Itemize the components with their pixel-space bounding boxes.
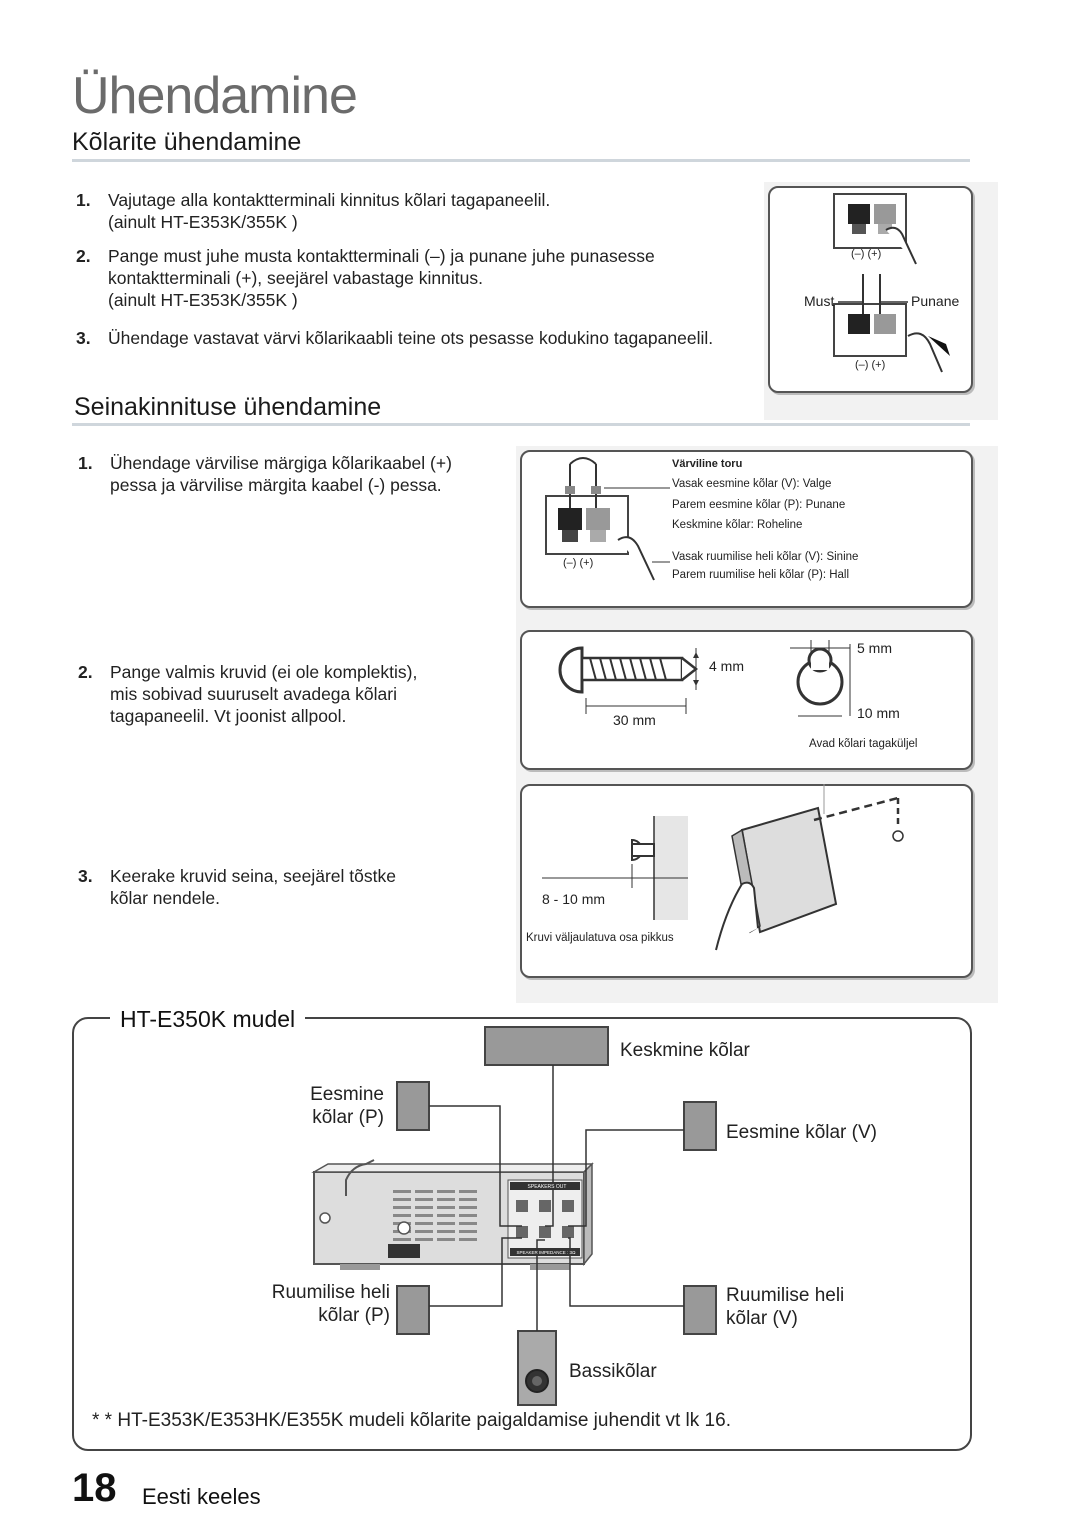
step-text: Vajutage alla kontaktterminali kinnitus …	[108, 190, 551, 210]
page-number: 18	[72, 1466, 117, 1510]
front-right-speaker-label: Eesmine kõlar (P)	[310, 1084, 384, 1128]
step-text: Ühendage värvilise märgiga kõlarikaabel …	[110, 453, 452, 495]
surround-left-speaker-label: Ruumilise heli kõlar (V)	[726, 1285, 845, 1329]
page-title: Ühendamine	[72, 67, 358, 125]
hole-width-label: 5 mm	[857, 640, 892, 656]
center-speaker-label: Keskmine kõlar	[620, 1040, 750, 1061]
step-text: Pange valmis kruvid (ei ole komplektis),…	[110, 662, 418, 726]
section1-step-2: 2. Pange must juhe musta kontaktterminal…	[76, 245, 716, 311]
step-number: 2.	[76, 246, 91, 266]
section-divider	[72, 423, 970, 426]
protrusion-caption: Kruvi väljaulatuva osa pikkus	[526, 932, 674, 944]
surround-right-speaker-label: Ruumilise heli kõlar (P)	[271, 1282, 390, 1326]
tube-color-item: Vasak ruumilise heli kõlar (V): Sinine	[672, 551, 859, 563]
footnote: * * HT-E353K/E353HK/E355K mudeli kõlarit…	[92, 1410, 731, 1431]
section2-step-3: 3. Keerake kruvid seina, seejärel tõstke…	[78, 865, 428, 909]
step-note: (ainult HT-E353K/355K )	[108, 212, 298, 232]
section-title-speaker-connection: Kõlarite ühendamine	[72, 128, 302, 156]
polarity-label-bottom: (–) (+)	[855, 359, 886, 371]
tube-figure-heading: Värviline toru	[672, 458, 743, 470]
tube-color-item: Vasak eesmine kõlar (V): Valge	[672, 478, 832, 490]
section1-step-1: 1. Vajutage alla kontaktterminali kinnit…	[76, 189, 716, 233]
subwoofer-label: Bassikõlar	[569, 1361, 657, 1382]
wall-mount-illustration	[542, 784, 904, 951]
tube-color-item: Parem ruumilise heli kõlar (P): Hall	[672, 569, 850, 581]
screw-illustration	[558, 640, 851, 717]
language-label: Eesti keeles	[142, 1484, 261, 1509]
section1-step-3: 3. Ühendage vastavat värvi kõlarikaabli …	[76, 327, 756, 349]
section-title-wall-mount: Seinakinnituse ühendamine	[74, 393, 382, 421]
front-left-speaker-label: Eesmine kõlar (V)	[726, 1122, 877, 1143]
step-number: 3.	[76, 328, 91, 348]
section2-step-2: 2. Pange valmis kruvid (ei ole komplekti…	[78, 661, 448, 727]
polarity-label-top: (–) (+)	[851, 248, 882, 260]
step-number: 3.	[78, 866, 93, 886]
terminal-illustration	[833, 193, 950, 373]
step-text: Pange must juhe musta kontaktterminali (…	[108, 246, 655, 288]
section2-step-1: 1. Ühendage värvilise märgiga kõlarikaab…	[78, 452, 478, 496]
screw-diameter-label: 4 mm	[709, 658, 744, 674]
step-text: Keerake kruvid seina, seejärel tõstke kõ…	[110, 866, 396, 908]
model-box-title: HT-E350K mudel	[110, 1006, 306, 1033]
screw-figure-box	[520, 630, 973, 770]
protrusion-label: 8 - 10 mm	[542, 891, 606, 907]
screw-length-label: 30 mm	[613, 712, 656, 728]
step-number: 1.	[78, 453, 93, 473]
speakers-out-label: SPEAKERS OUT	[527, 1184, 567, 1190]
step-note: (ainult HT-E353K/355K )	[108, 290, 298, 310]
black-wire-label: Must	[804, 293, 835, 309]
red-wire-label: Punane	[911, 293, 960, 309]
hole-height-label: 10 mm	[857, 705, 900, 721]
tube-illustration	[545, 457, 670, 581]
tube-color-item: Keskmine kõlar: Roheline	[672, 519, 803, 531]
tube-color-item: Parem eesmine kõlar (P): Punane	[672, 499, 846, 511]
section-divider	[72, 159, 970, 162]
impedance-label: SPEAKER IMPEDANCE : 3Ω	[516, 1250, 576, 1255]
step-number: 2.	[78, 662, 93, 682]
polarity-label: (–) (+)	[563, 557, 594, 569]
step-number: 1.	[76, 190, 91, 210]
step-text: Ühendage vastavat värvi kõlarikaabli tei…	[108, 328, 714, 348]
model-connection-box	[72, 1017, 972, 1451]
hole-caption: Avad kõlari tagaküljel	[809, 738, 918, 750]
